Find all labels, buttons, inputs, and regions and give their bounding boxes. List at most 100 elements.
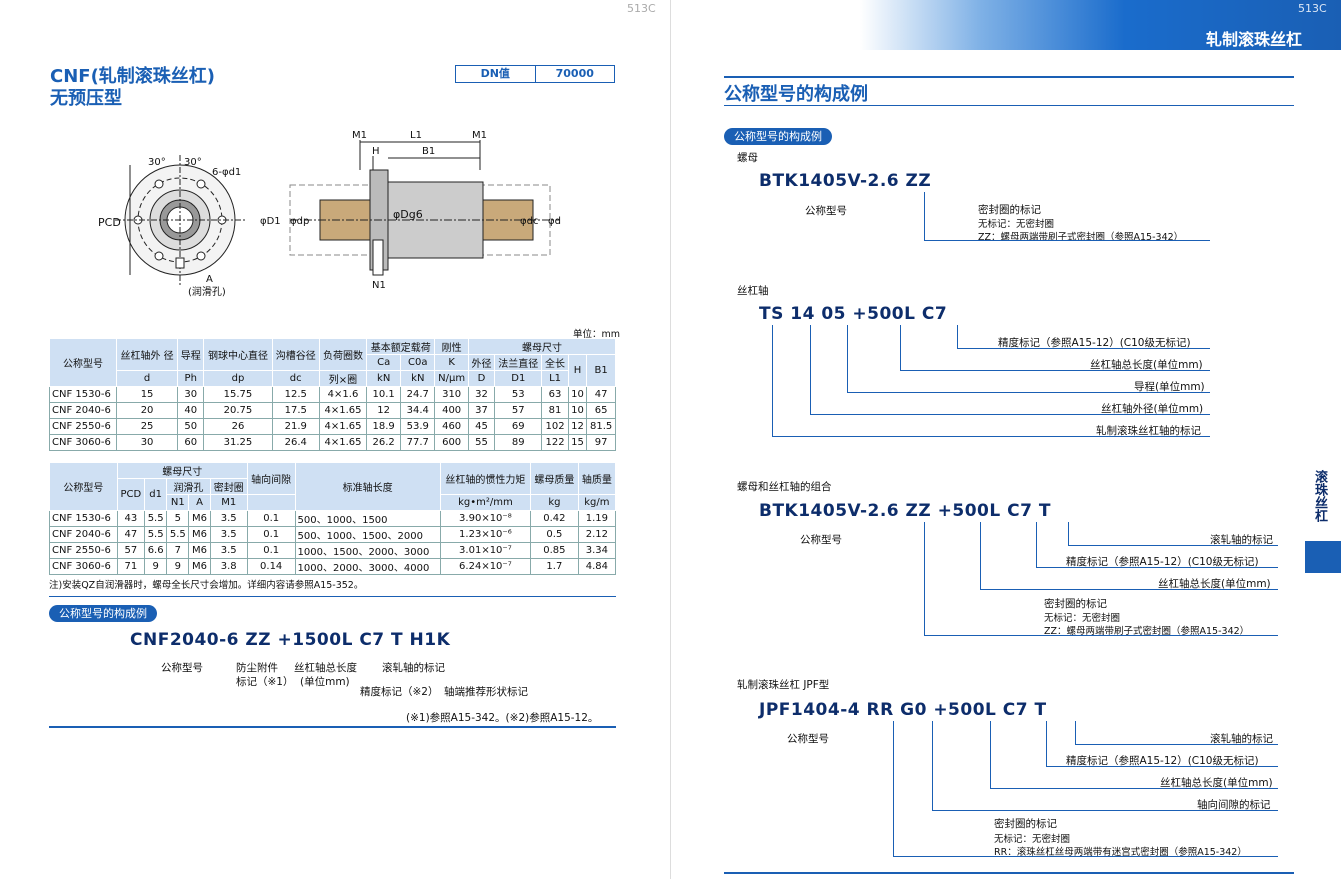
ex-dust2: 标记（※1） bbox=[236, 676, 294, 688]
combo-leader-2h bbox=[1036, 567, 1278, 568]
table-cell: 50 bbox=[177, 418, 205, 435]
th-k: K bbox=[434, 354, 469, 371]
jpf-leader-3 bbox=[990, 721, 991, 789]
nut-leader bbox=[924, 192, 925, 241]
nut-seal3: ZZ：螺母两端带刷子式密封圈（参照A15-342） bbox=[978, 232, 1184, 243]
table-cell: 460 bbox=[434, 418, 469, 435]
table-cell: 45 bbox=[467, 418, 496, 435]
table-cell: 77.7 bbox=[400, 434, 436, 451]
shaft-lead: 导程(单位mm) bbox=[1134, 381, 1205, 393]
table-cell: 20.75 bbox=[203, 402, 273, 419]
m1-right-label: M1 bbox=[472, 130, 487, 141]
jpf-gap: 轴向间隙的标记 bbox=[1197, 799, 1271, 811]
table-cell: CNF 1530-6 bbox=[49, 510, 118, 527]
table-cell: 24.7 bbox=[400, 386, 436, 403]
table-cell: 5.5 bbox=[144, 510, 168, 527]
table-cell: 30 bbox=[116, 434, 179, 451]
ex-len2: (单位mm) bbox=[300, 676, 350, 688]
jpf-code: JPF1404-4 RR G0 +500L C7 T bbox=[759, 700, 1047, 720]
table-cell: M6 bbox=[188, 542, 211, 559]
th-L1: L1 bbox=[541, 370, 569, 387]
table-cell: 1.19 bbox=[577, 510, 617, 527]
example-pill: 公称型号的构成例 bbox=[49, 605, 157, 622]
shaft-dia: 丝杠轴外径(单位mm) bbox=[1101, 403, 1204, 415]
table-cell: 37 bbox=[467, 402, 496, 419]
table-cell: 9 bbox=[144, 558, 168, 575]
th2-lube: 润滑孔 bbox=[166, 478, 211, 495]
table-cell: 3.34 bbox=[577, 542, 617, 559]
nut-code: BTK1405V-2.6 ZZ bbox=[759, 171, 932, 191]
table-cell: 15 bbox=[116, 386, 179, 403]
table-cell: 30 bbox=[177, 386, 205, 403]
shaft-leader-4 bbox=[810, 325, 811, 415]
dn-value: 70000 bbox=[555, 67, 594, 80]
table-cell: 31.25 bbox=[203, 434, 273, 451]
th-len: 全长 bbox=[541, 354, 569, 371]
shaft-leader-5h bbox=[772, 436, 1210, 437]
dn-value-box: DN值 70000 bbox=[455, 65, 615, 83]
table-cell: 63 bbox=[541, 386, 569, 403]
footnote: (※1)参照A15-342。(※2)参照A15-12。 bbox=[406, 712, 599, 724]
table-cell: CNF 3060-6 bbox=[49, 558, 118, 575]
table-cell: 1000、2000、3000、4000 bbox=[294, 558, 441, 575]
jpf-leader-2 bbox=[1046, 721, 1047, 767]
th2-a: A bbox=[188, 494, 211, 511]
combo-leader-3 bbox=[980, 522, 981, 590]
th-rigid: 刚性 bbox=[434, 338, 469, 355]
th-lead: 导程 bbox=[177, 338, 205, 371]
b1-label: B1 bbox=[422, 146, 435, 157]
table-cell: CNF 2550-6 bbox=[48, 418, 118, 435]
table-cell: 5.5 bbox=[166, 526, 190, 543]
page-divider bbox=[670, 0, 671, 879]
table-cell: 5 bbox=[166, 510, 190, 527]
d-label: φd bbox=[548, 216, 561, 227]
table-cell: CNF 2040-6 bbox=[49, 526, 118, 543]
table-cell: 4.84 bbox=[577, 558, 617, 575]
section-rule-bottom bbox=[724, 105, 1294, 106]
table-cell: 6.24×10⁻⁷ bbox=[439, 558, 532, 575]
jpf-leader-1h bbox=[1075, 744, 1278, 745]
header-title: 轧制滚珠丝杠 bbox=[1206, 30, 1303, 49]
jpf-seal3: RR：滚珠丝杠丝母两端带有迷宫式密封圈（参照A15-342） bbox=[994, 847, 1247, 858]
combo-code: BTK1405V-2.6 ZZ +500L C7 T bbox=[759, 501, 1051, 521]
th-coa: C0a bbox=[400, 354, 436, 371]
table-cell: 12.5 bbox=[271, 386, 320, 403]
table-cell: 47 bbox=[586, 386, 616, 403]
table-cell: 34.4 bbox=[400, 402, 436, 419]
table-cell: 57 bbox=[494, 402, 543, 419]
nut-end-view bbox=[115, 155, 245, 285]
pcd-label: PCD bbox=[98, 216, 121, 229]
dp-label: φdp bbox=[290, 216, 309, 227]
th2-inertia-u: kg•m²/mm bbox=[439, 494, 532, 511]
table-cell: 2.12 bbox=[577, 526, 617, 543]
shaft-leader-3h bbox=[847, 392, 1210, 393]
th2-n1: N1 bbox=[166, 494, 190, 511]
th-u-dc: dc bbox=[271, 370, 320, 387]
jpf-leader-2h bbox=[1046, 766, 1278, 767]
th-ca: Ca bbox=[366, 354, 402, 371]
table-cell: M6 bbox=[188, 558, 211, 575]
shaft-leader-1h bbox=[957, 348, 1210, 349]
table-cell: 0.1 bbox=[246, 542, 296, 559]
shaft-label: 丝杠轴 bbox=[737, 285, 769, 297]
th-outer: 外径 bbox=[467, 354, 496, 371]
jpf-seal1: 密封圈的标记 bbox=[994, 818, 1057, 830]
table-cell: CNF 3060-6 bbox=[48, 434, 118, 451]
table-cell: 26.4 bbox=[271, 434, 320, 451]
jpf-len: 丝杠轴总长度(单位mm) bbox=[1160, 777, 1273, 789]
th-ball: 钢球中心直径 bbox=[203, 338, 273, 371]
technical-drawing: 30° 30° 6-φd1 PCD A (润滑孔) M1 L1 M1 H B1 … bbox=[98, 130, 561, 298]
combo-acc: 精度标记（参照A15-12）(C10级无标记) bbox=[1066, 556, 1259, 568]
th2-pcd: PCD bbox=[116, 478, 146, 511]
table-cell: 65 bbox=[586, 402, 616, 419]
section-rule-top bbox=[724, 76, 1294, 78]
table-cell: 400 bbox=[434, 402, 469, 419]
lube-hole-label: (润滑孔) bbox=[188, 285, 226, 298]
th-groove: 沟槽谷径 bbox=[271, 338, 320, 371]
table-cell: 6.6 bbox=[144, 542, 168, 559]
th-coa-u: kN bbox=[400, 370, 436, 387]
table-cell: 69 bbox=[494, 418, 543, 435]
n1-label: N1 bbox=[372, 280, 386, 291]
table-cell: 17.5 bbox=[271, 402, 320, 419]
